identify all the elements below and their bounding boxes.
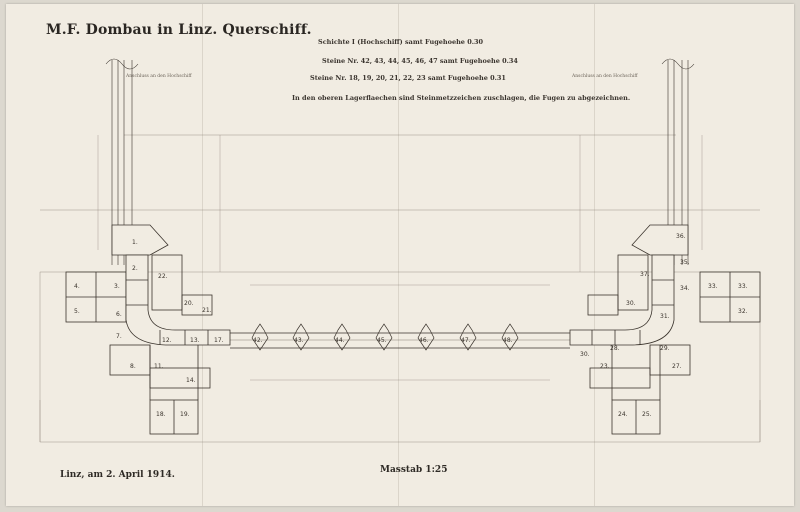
pier-label: 47. bbox=[461, 337, 471, 344]
fold-crease bbox=[202, 4, 203, 506]
stone-label: 20. bbox=[184, 300, 194, 307]
stone-label: 19. bbox=[180, 411, 190, 418]
stone-label: 12. bbox=[162, 337, 172, 344]
stone-label: 17. bbox=[214, 337, 224, 344]
drawing-title: M.F. Dombau in Linz. Querschiff. bbox=[46, 22, 312, 38]
stone-label: 13. bbox=[190, 337, 200, 344]
fold-crease bbox=[594, 4, 595, 506]
pier-label: 45. bbox=[377, 337, 387, 344]
stone-label: 23. bbox=[600, 363, 610, 370]
scale-label: Masstab 1:25 bbox=[380, 465, 448, 475]
pier-label: 48. bbox=[503, 337, 513, 344]
stone-label: 6. bbox=[116, 311, 122, 318]
stone-label: 25. bbox=[642, 411, 652, 418]
stone-label: 21. bbox=[202, 307, 212, 314]
stone-label: 32. bbox=[738, 308, 748, 315]
stone-label: 22. bbox=[158, 273, 168, 280]
stone-label: 33. bbox=[738, 283, 748, 290]
fold-crease bbox=[398, 4, 399, 506]
stone-label: 30. bbox=[626, 300, 636, 307]
stone-label: 30. bbox=[580, 351, 590, 358]
stone-label: 24. bbox=[618, 411, 628, 418]
stone-label: 11. bbox=[154, 363, 164, 370]
note-line-2: Steine Nr. 42, 43, 44, 45, 46, 47 samt F… bbox=[322, 57, 518, 65]
stone-label: 34. bbox=[680, 285, 690, 292]
right-connection-label: Anschluss an den Hochschiff bbox=[572, 74, 638, 79]
stone-label: 7. bbox=[116, 333, 122, 340]
stone-label: 2. bbox=[132, 265, 138, 272]
stone-label: 4. bbox=[74, 283, 80, 290]
pier-label: 42. bbox=[253, 337, 263, 344]
stone-label: 35. bbox=[680, 259, 690, 266]
stone-label: 8. bbox=[130, 363, 136, 370]
stone-label: 29. bbox=[660, 345, 670, 352]
stone-label: 36. bbox=[676, 233, 686, 240]
note-line-1: Schichte I (Hochschiff) samt Fugehoehe 0… bbox=[318, 38, 484, 46]
stone-label: 27. bbox=[672, 363, 682, 370]
stone-label: 31. bbox=[660, 313, 670, 320]
left-connection-label: Anschluss an den Hochschiff bbox=[126, 74, 192, 79]
stone-label: 14. bbox=[186, 377, 196, 384]
signature-date: Linz, am 2. April 1914. bbox=[60, 470, 175, 480]
stone-label: 1. bbox=[132, 239, 138, 246]
stone-label: 37. bbox=[640, 271, 650, 278]
stone-label: 5. bbox=[74, 308, 80, 315]
pier-label: 46. bbox=[419, 337, 429, 344]
note-line-4: In den oberen Lagerflaechen sind Steinme… bbox=[292, 94, 631, 102]
stone-label: 28. bbox=[610, 345, 620, 352]
pier-label: 44. bbox=[335, 337, 345, 344]
stone-label: 18. bbox=[156, 411, 166, 418]
stone-label: 33. bbox=[708, 283, 718, 290]
stone-label: 3. bbox=[114, 283, 120, 290]
pier-label: 43. bbox=[294, 337, 304, 344]
note-line-3: Steine Nr. 18, 19, 20, 21, 22, 23 samt F… bbox=[310, 74, 506, 82]
